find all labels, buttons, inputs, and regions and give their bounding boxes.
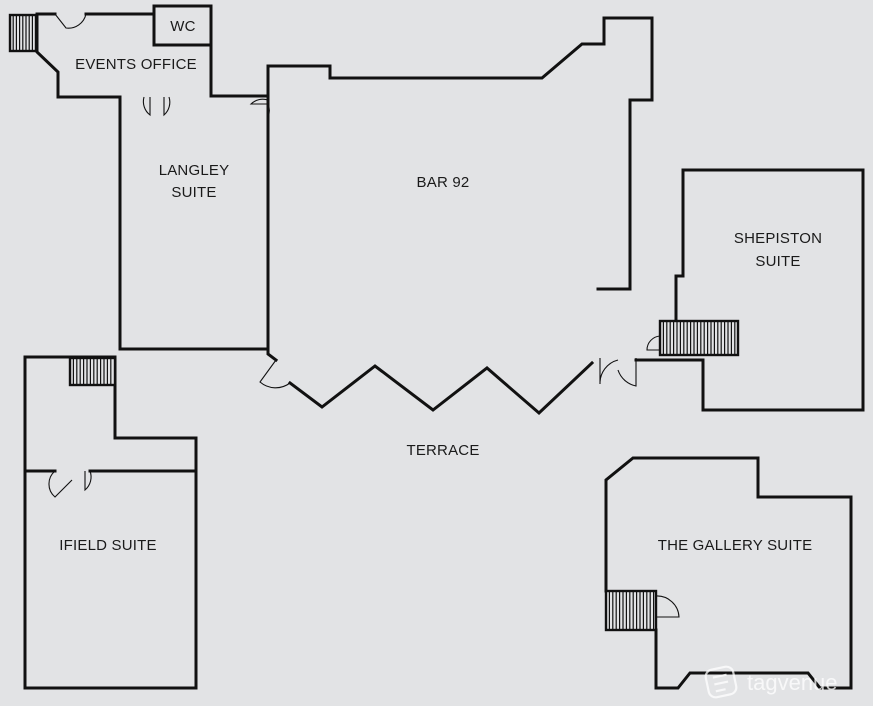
tagvenue-logo-icon: [704, 665, 738, 699]
wc-label: WC: [170, 18, 195, 35]
terrace-label: TERRACE: [406, 442, 479, 459]
watermark-text: tagvenue: [747, 670, 838, 695]
stairs-events-office: [8, 13, 38, 53]
langley-suite-label-line2: SUITE: [171, 184, 216, 201]
events-office-walls: [35, 4, 270, 99]
bar-92-label: BAR 92: [417, 174, 470, 191]
shepiston-suite-walls: [674, 168, 865, 412]
wc-room: [152, 4, 213, 47]
bar-92-walls: [266, 16, 702, 416]
door-events-office-bottom: [142, 96, 171, 117]
events-office-label: EVENTS OFFICE: [75, 56, 197, 73]
door-ifield: [48, 470, 92, 498]
langley-suite-walls: [118, 94, 270, 351]
gallery-suite-label: THE GALLERY SUITE: [658, 537, 813, 554]
door-langley-bar: [249, 98, 270, 118]
ifield-suite-label: IFIELD SUITE: [59, 537, 156, 554]
shepiston-suite-label-line2: SUITE: [755, 253, 800, 270]
stairs-ifield: [68, 356, 117, 387]
gallery-suite-walls: [604, 456, 853, 690]
stairs-shepiston: [658, 319, 740, 357]
door-gallery: [655, 595, 680, 618]
langley-suite-label-line1: LANGLEY: [159, 162, 230, 179]
watermark: tagvenue: [704, 665, 838, 699]
shepiston-suite-label-line1: SHEPISTON: [734, 230, 822, 247]
door-bar-terrace-right: [599, 358, 637, 387]
door-events-office-top: [54, 13, 87, 29]
stairs-gallery: [604, 589, 658, 632]
ifield-suite-walls: [23, 355, 198, 690]
door-bar-terrace-left: [259, 359, 291, 389]
door-shepiston-stairs: [646, 335, 661, 351]
